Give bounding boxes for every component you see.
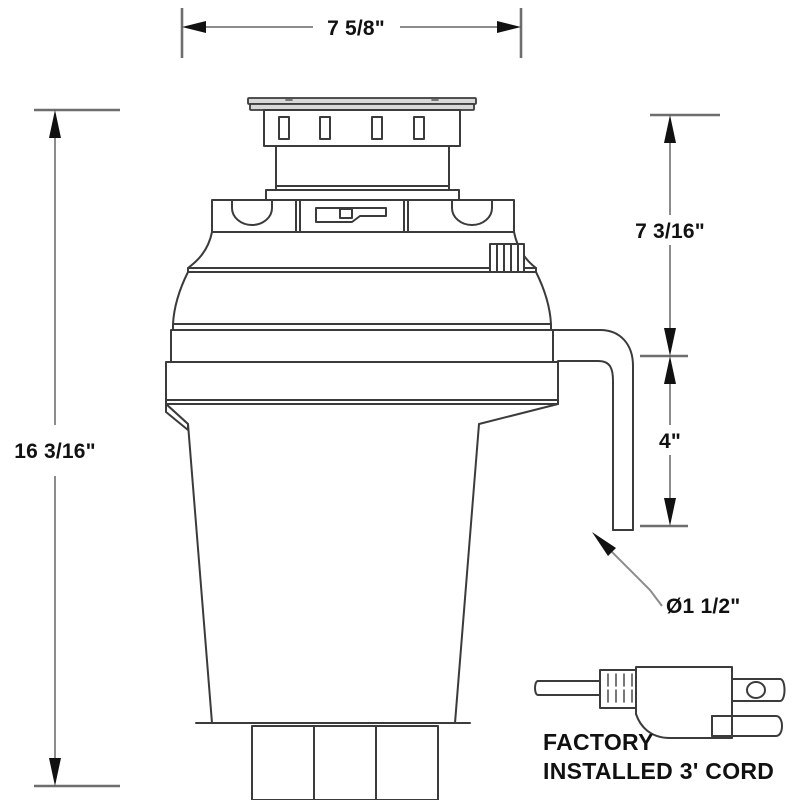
dimension-arrow-icon	[49, 758, 61, 786]
dimension-arrow-icon	[49, 110, 61, 138]
housing-outline	[165, 403, 559, 724]
flange-slot	[371, 116, 383, 140]
mounting-collar	[211, 189, 515, 233]
callout-discharge-diameter: Ø1 1/2"	[592, 532, 740, 618]
foot-left	[251, 725, 315, 800]
foot-center	[313, 725, 377, 800]
plug-cord	[534, 680, 601, 696]
cord-note-line-2: INSTALLED 3' CORD	[543, 758, 774, 784]
dimension-arrow-icon	[664, 498, 676, 526]
collar-nameplate	[315, 207, 387, 223]
foot-right	[375, 725, 439, 800]
flange-slot	[278, 116, 290, 140]
plug-blade-hole	[746, 681, 766, 699]
collar-nameplate-stud	[339, 208, 353, 219]
dimension-label-discharge-drop: 4"	[659, 430, 681, 453]
discharge-outer-wall	[552, 329, 634, 531]
dimension-label-overall-width: 7 5/8"	[327, 17, 385, 40]
motor-housing	[165, 403, 559, 724]
dimension-label-overall-height: 16 3/16"	[14, 440, 96, 463]
bottom-mounting-feet	[195, 722, 471, 800]
collar-top-band	[265, 189, 460, 201]
shoulder-outline	[172, 271, 552, 331]
discharge-outlet-tube	[552, 329, 634, 531]
disposal-product-drawing	[165, 97, 634, 800]
upper-shell-dome	[187, 231, 537, 273]
dishwasher-inlet-nipple	[489, 243, 525, 275]
plug-blade-upper	[731, 678, 786, 702]
cord-note: FACTORY INSTALLED 3' CORD	[543, 729, 774, 784]
band-middle	[165, 361, 559, 405]
band-upper	[170, 329, 554, 363]
flange-slot	[413, 116, 425, 140]
grind-chamber-band	[165, 329, 559, 405]
sink-flange-body	[263, 109, 461, 147]
dimension-arrow-icon	[182, 21, 206, 33]
dimension-overall-width: 7 5/8"	[180, 8, 523, 58]
dimension-overall-height: 16 3/16"	[14, 108, 120, 788]
lower-shell-shoulder	[172, 271, 552, 331]
dimension-arrow-icon	[664, 356, 676, 384]
leader-arrow-icon	[592, 532, 616, 556]
dome-outline	[187, 231, 537, 273]
collar-notch-left	[231, 199, 273, 226]
plug-blade-lower	[711, 715, 783, 737]
flange-slot	[319, 116, 331, 140]
dimension-arrow-icon	[664, 328, 676, 356]
dimension-arrow-icon	[497, 21, 521, 33]
collar-notch-right	[451, 199, 493, 226]
sink-flange-assembly	[247, 97, 477, 147]
dimension-flange-to-discharge-top: 7 3/16"	[635, 113, 720, 358]
callout-label-discharge-diameter: Ø1 1/2"	[666, 595, 740, 618]
housing-taper-left	[165, 403, 189, 431]
cord-note-line-1: FACTORY	[543, 729, 654, 755]
dimension-discharge-drop: 4"	[640, 356, 688, 528]
leader-line	[599, 539, 663, 607]
plug-strain-relief	[599, 669, 637, 709]
discharge-inner-wall	[557, 360, 614, 531]
plug-body	[635, 666, 733, 739]
sink-sleeve-neck	[275, 145, 450, 191]
power-plug-icon	[534, 666, 786, 739]
sleeve-body	[275, 145, 450, 191]
dimension-arrow-icon	[664, 115, 676, 143]
dimension-label-flange-to-discharge-top: 7 3/16"	[635, 220, 705, 243]
